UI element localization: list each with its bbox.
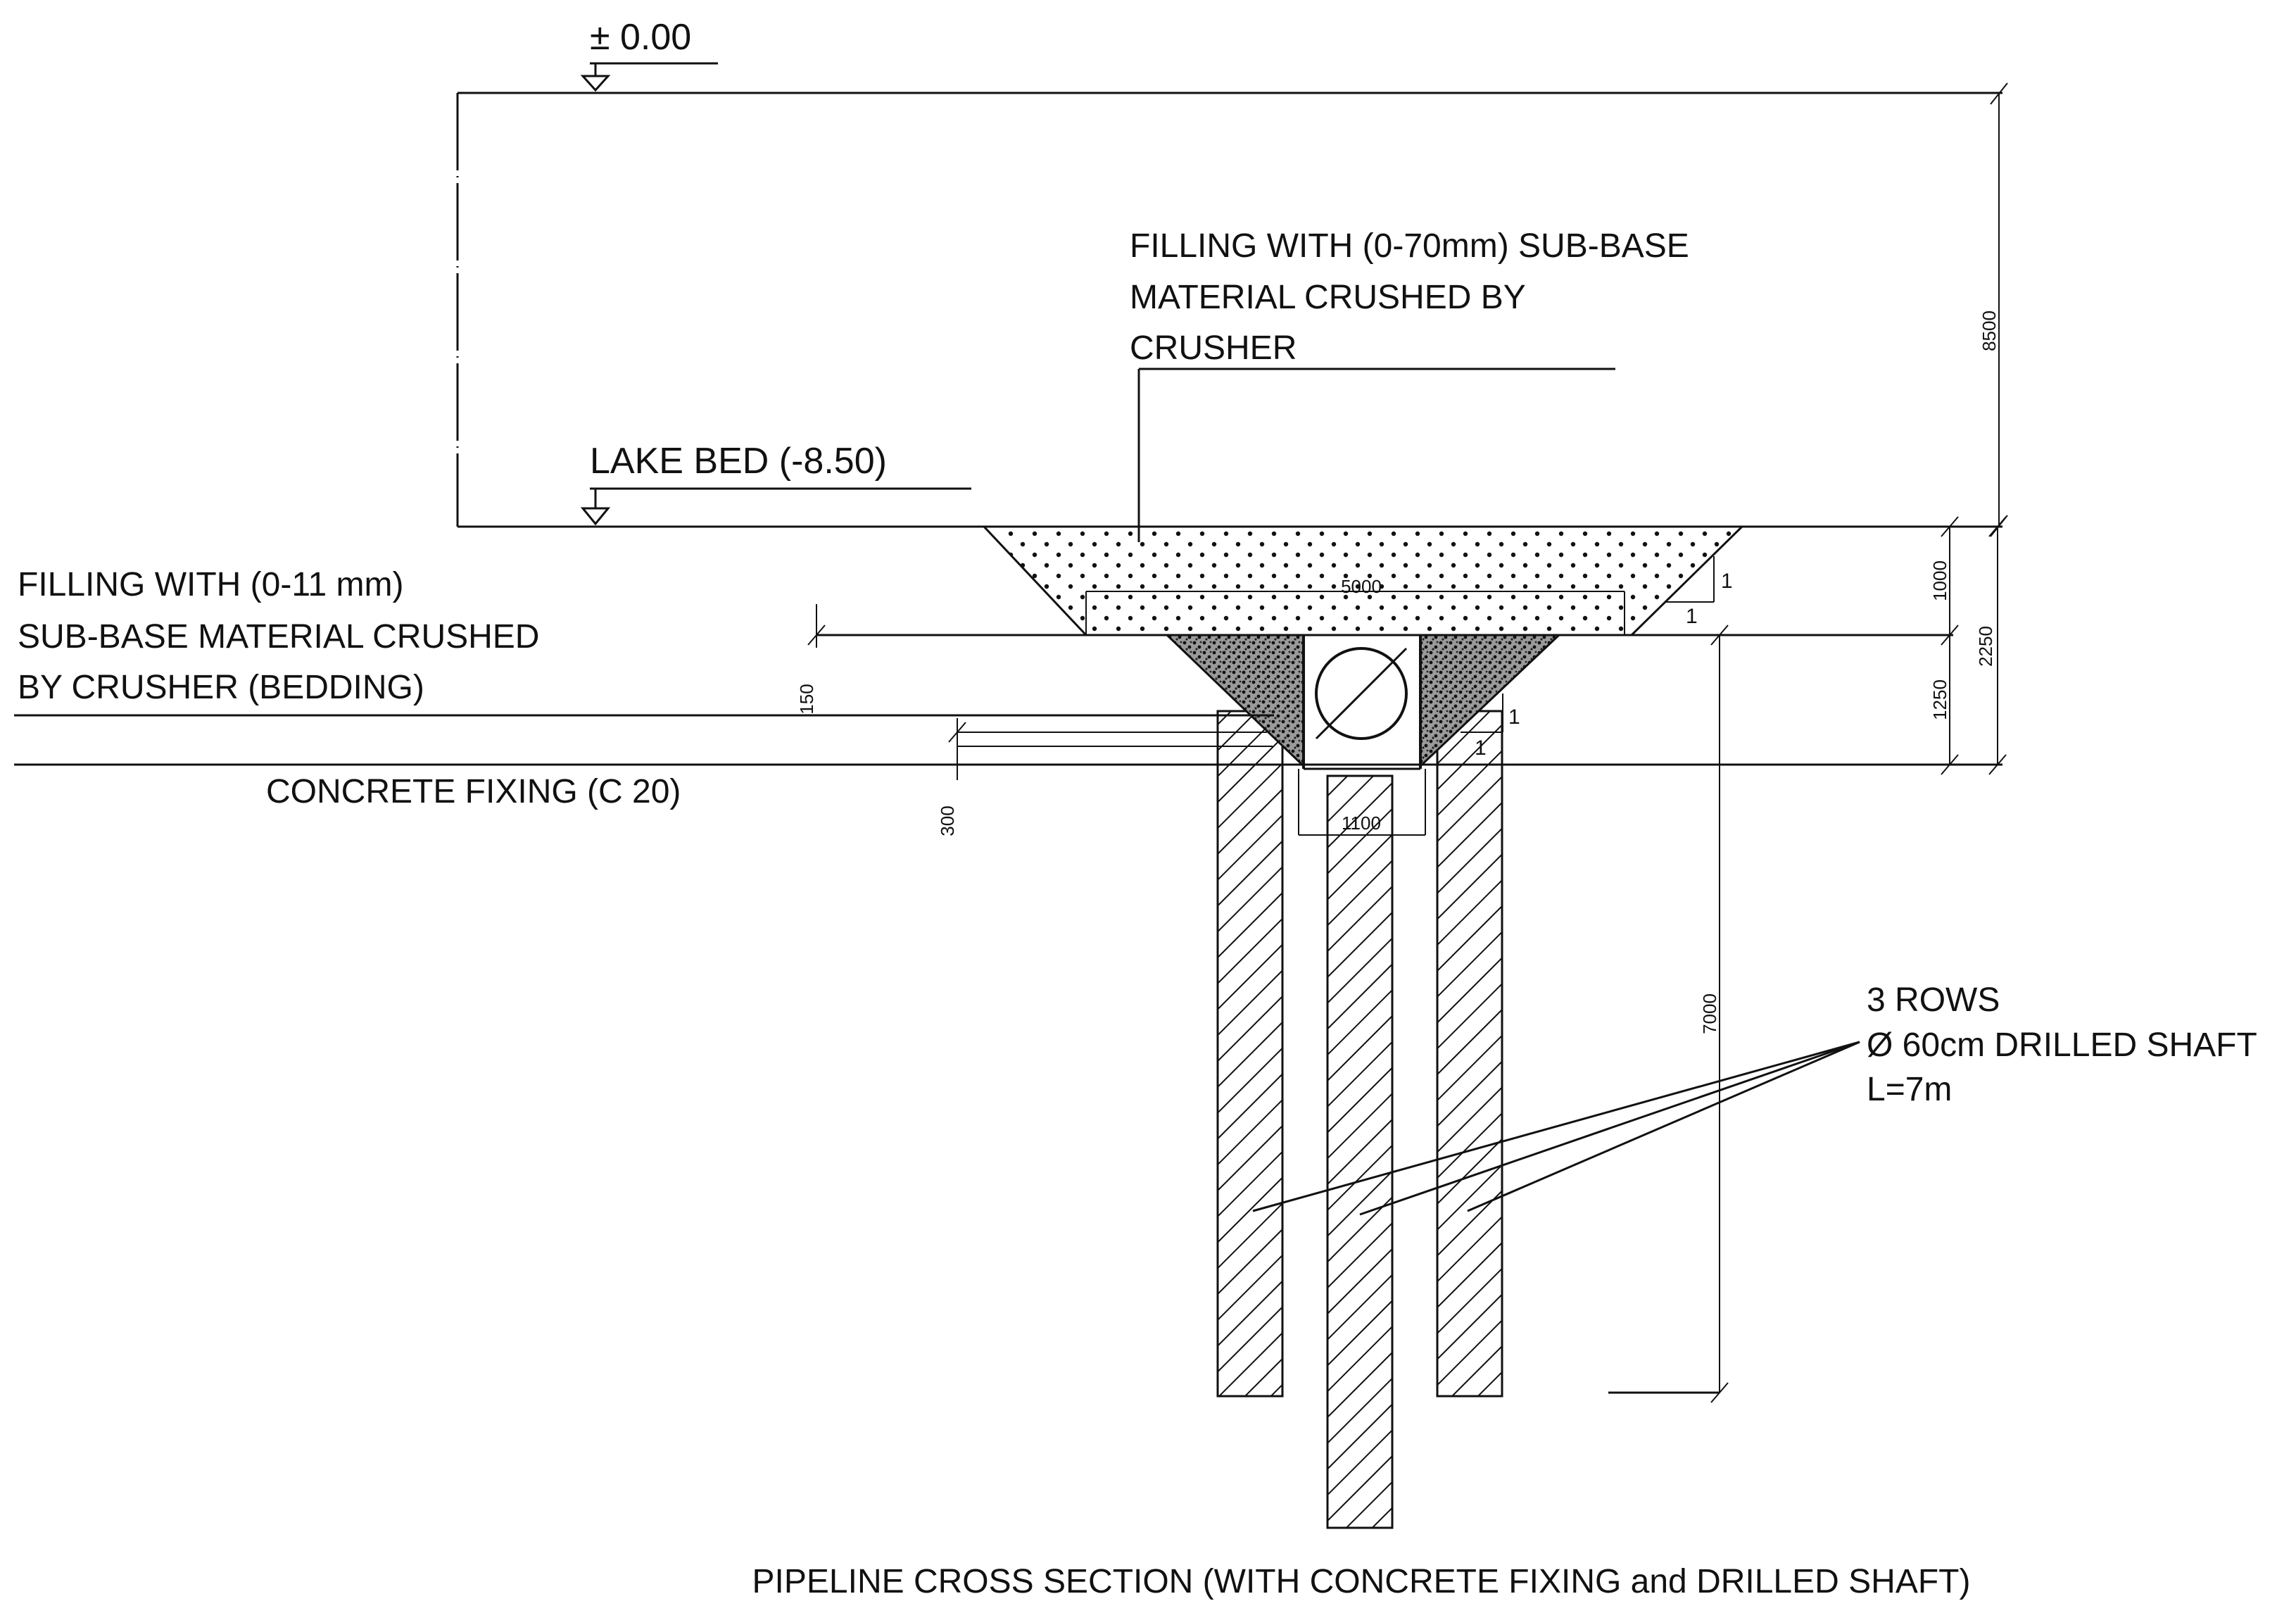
bedding-fill-note: FILLING WITH (0-11 mm) SUB-BASE MATERIAL…: [18, 566, 539, 706]
drilled-shaft-right: [1436, 710, 1503, 1398]
slope-rise-upper: 1: [1721, 570, 1733, 593]
slope-run-upper: 1: [1686, 605, 1698, 628]
bedding-note-line-3: BY CRUSHER (BEDDING): [18, 669, 424, 706]
shaft-note-line-1: 3 ROWS: [1867, 981, 2000, 1019]
bedding-note-line-2: SUB-BASE MATERIAL CRUSHED: [18, 618, 539, 655]
drilled-shaft-center: [1326, 774, 1394, 1529]
concrete-fixing-label: CONCRETE FIXING (C 20): [266, 773, 681, 810]
reference-lines: [14, 634, 2002, 766]
bedding-fill: [1164, 634, 1562, 769]
shaft-note-line-3: L=7m: [1867, 1071, 1952, 1108]
shaft-length-dimension: 7000: [1608, 625, 1729, 1403]
water-depth-value: 8500: [1979, 310, 2000, 351]
left-small-dimensions: 150 300: [796, 604, 966, 836]
subbase-note-line-3: CRUSHER: [1130, 329, 1297, 367]
concrete-fixing-note: CONCRETE FIXING (C 20): [266, 773, 681, 810]
drilled-shaft-note: 3 ROWS Ø 60cm DRILLED SHAFT L=7m: [1252, 981, 2257, 1216]
slope-indicator-upper: 1 1: [1665, 556, 1733, 628]
bedding-layer-value: 1250: [1929, 679, 1950, 720]
top-layer-value: 1000: [1929, 560, 1950, 601]
drilled-shafts: [1216, 710, 1503, 1529]
pipe-zone-width-dimension: 1100: [1298, 769, 1426, 836]
drawing-caption: PIPELINE CROSS SECTION (WITH CONCRETE FI…: [752, 1563, 1971, 1600]
fill-depth-dimensions: 1000 1250 2250: [1929, 516, 2007, 775]
pipe-zone-width-value: 1100: [1342, 812, 1381, 834]
drilled-shaft-left: [1216, 710, 1284, 1398]
lake-bed-label: LAKE BED (-8.50): [590, 441, 887, 482]
water-depth-dimension: 8500: [1979, 82, 2008, 537]
subbase-note-line-2: MATERIAL CRUSHED BY: [1130, 279, 1526, 316]
subbase-fill-note: FILLING WITH (0-70mm) SUB-BASE MATERIAL …: [1130, 227, 1689, 542]
trench-width-value: 5000: [1341, 576, 1382, 597]
subbase-note-line-1: FILLING WITH (0-70mm) SUB-BASE: [1130, 227, 1689, 265]
total-fill-value: 2250: [1975, 626, 1996, 667]
top-level-marker: ± 0.00: [580, 17, 718, 92]
shaft-length-value: 7000: [1699, 993, 1720, 1034]
bedding-note-line-1: FILLING WITH (0-11 mm): [18, 566, 403, 603]
shaft-note-line-2: Ø 60cm DRILLED SHAFT: [1867, 1027, 2257, 1064]
slope-run-lower: 1: [1475, 736, 1487, 760]
pipe-zone: [1302, 635, 1422, 770]
trench-width-dimension: 5000: [1085, 576, 1625, 635]
slope-rise-lower: 1: [1508, 705, 1520, 729]
bedding-offset-value: 150: [796, 684, 817, 714]
lake-bed-marker: LAKE BED (-8.50): [580, 441, 971, 526]
slope-indicator-lower: 1 1: [1461, 693, 1520, 760]
subbase-fill-trapezoid: [981, 525, 1745, 636]
top-level-label: ± 0.00: [590, 17, 691, 58]
concrete-depth-value: 300: [937, 805, 958, 836]
